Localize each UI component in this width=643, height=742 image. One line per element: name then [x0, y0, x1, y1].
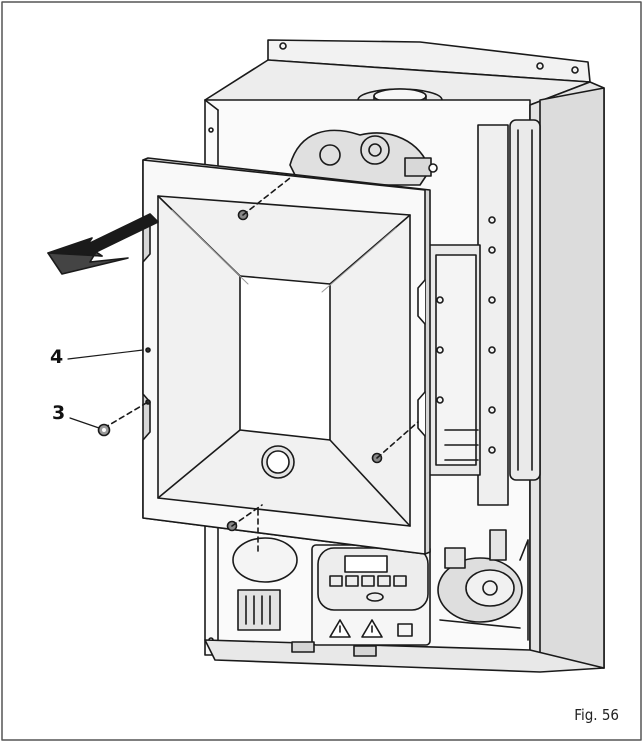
callout-label-4: 4	[50, 346, 64, 368]
control-button	[345, 575, 359, 587]
lower-hydraulic-section	[204, 529, 605, 673]
control-button	[329, 575, 343, 587]
fixing-screw	[97, 423, 111, 437]
control-display-screen	[344, 555, 388, 573]
circulation-pump	[437, 529, 529, 641]
callout-label-3: 3	[52, 402, 66, 424]
callout-leader-4	[67, 349, 144, 360]
combustion-chamber-cover-panel	[142, 157, 431, 555]
callout-leader-3	[69, 417, 100, 429]
control-button	[377, 575, 391, 587]
screw-lead-lines	[103, 177, 419, 553]
control-button	[393, 575, 407, 587]
removal-direction-arrow-icon	[47, 213, 159, 275]
warning-triangle-icon	[329, 619, 351, 638]
control-button	[361, 575, 375, 587]
figure-caption: Fig. 56	[574, 706, 619, 724]
warning-triangle-icon	[361, 619, 383, 638]
label-plate	[397, 623, 413, 637]
